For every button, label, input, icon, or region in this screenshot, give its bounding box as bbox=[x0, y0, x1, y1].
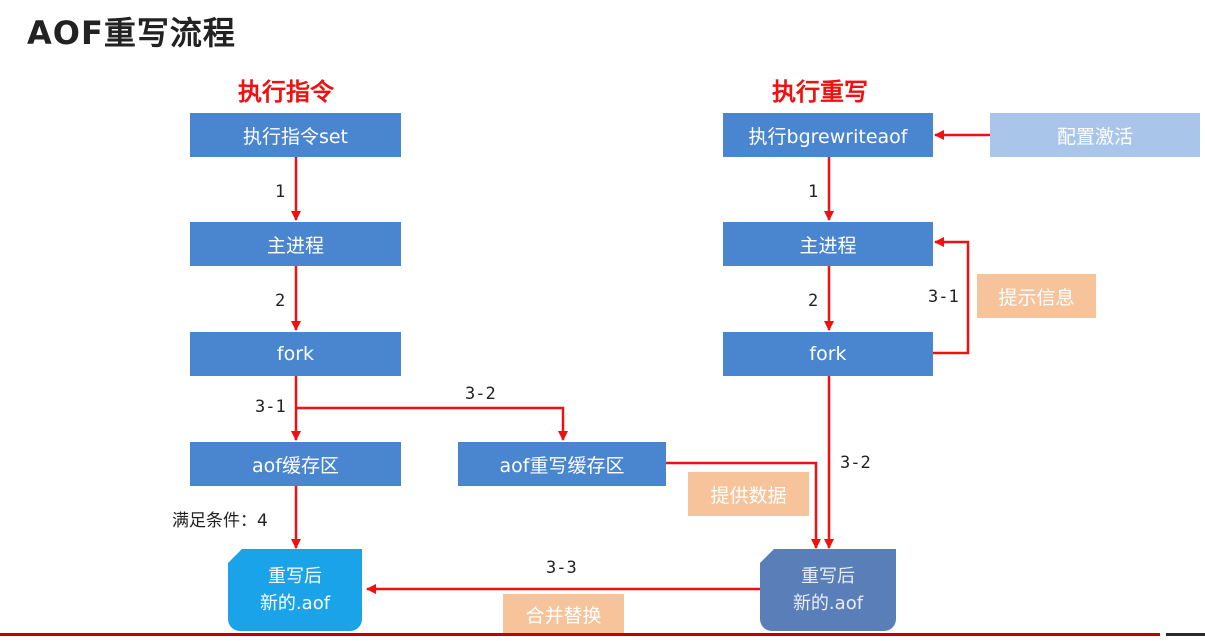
footer-divider bbox=[0, 633, 1160, 636]
arrow-right-31 bbox=[933, 237, 970, 355]
provide-data-box: 提供数据 bbox=[688, 472, 809, 516]
config-activate-box: 配置激活 bbox=[990, 113, 1200, 157]
aof-buffer-box: aof缓存区 bbox=[190, 442, 401, 486]
arrow-left-32 bbox=[296, 406, 568, 441]
right-heading: 执行重写 bbox=[772, 78, 868, 106]
step-left-3-1: 3-1 bbox=[255, 397, 286, 417]
arrow-rewrite-buffer bbox=[666, 461, 821, 549]
step-left-3-2: 3-2 bbox=[465, 384, 496, 404]
left-doc-line1: 重写后 bbox=[268, 566, 322, 587]
right-fork-box: fork bbox=[723, 332, 933, 376]
hint-info-box: 提示信息 bbox=[977, 274, 1096, 318]
merge-replace-box: 合并替换 bbox=[503, 594, 624, 634]
condition-label: 满足条件：4 bbox=[172, 511, 268, 531]
left-doc-line2: 新的.aof bbox=[259, 593, 331, 614]
step-right-3-1: 3-1 bbox=[928, 287, 959, 307]
aof-rewrite-buffer-box: aof重写缓存区 bbox=[458, 442, 666, 486]
step-left-2: 2 bbox=[275, 291, 286, 311]
step-left-1: 1 bbox=[275, 182, 286, 202]
left-cmd-box: 执行指令set bbox=[190, 113, 401, 157]
right-cmd-box: 执行bgrewriteaof bbox=[723, 113, 933, 157]
step-right-3-2: 3-2 bbox=[840, 453, 871, 473]
right-doc-line1: 重写后 bbox=[801, 566, 855, 587]
left-fork-box: fork bbox=[190, 332, 401, 376]
right-doc-line2: 新的.aof bbox=[792, 593, 864, 614]
page-title: AOF重写流程 bbox=[27, 14, 236, 52]
step-3-3: 3-3 bbox=[546, 558, 577, 578]
left-new-aof-document: 重写后 新的.aof bbox=[228, 549, 362, 631]
right-new-aof-document: 重写后 新的.aof bbox=[760, 549, 896, 631]
step-right-2: 2 bbox=[808, 291, 819, 311]
step-right-1: 1 bbox=[808, 182, 819, 202]
left-heading: 执行指令 bbox=[238, 78, 334, 106]
footer-divider-end bbox=[1166, 633, 1205, 636]
left-main-process-box: 主进程 bbox=[190, 222, 401, 266]
right-main-process-box: 主进程 bbox=[723, 222, 933, 266]
